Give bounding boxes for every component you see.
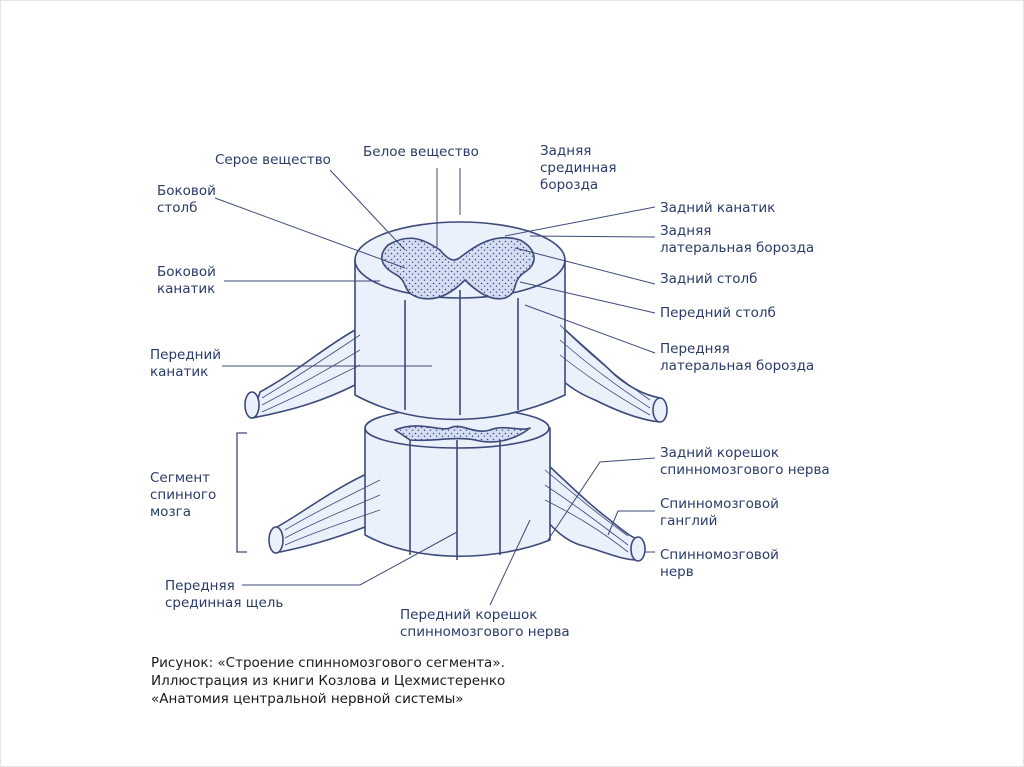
label-posterior-funiculus: Задний канатик [660, 200, 776, 216]
figure-caption: Рисунок: «Строение спинномозгового сегме… [151, 655, 506, 707]
label-anterior-column: Передний столб [660, 305, 776, 321]
label-posterior-column: Задний столб [660, 271, 758, 287]
lower-segment [364, 407, 551, 560]
label-posterior-lateral-sulcus: Задняя латеральная борозда [660, 223, 815, 256]
label-gray-matter: Серое вещество [215, 152, 331, 168]
upper-left-nerve [244, 329, 356, 419]
segment-bracket [236, 432, 247, 553]
leader-lines [214, 168, 656, 606]
label-lateral-funiculus: Боковой канатик [157, 264, 216, 297]
lower-left-nerve [268, 469, 379, 554]
label-white-matter: Белое вещество [363, 144, 479, 160]
root-fibers [261, 324, 651, 553]
label-posterior-median-sulcus: Задняя срединная борозда [540, 143, 617, 193]
label-dorsal-root: Задний корешок спинномозгового нерва [660, 445, 830, 478]
upper-segment [354, 221, 566, 421]
label-anterior-median-fissure: Передняя срединная щель [165, 578, 284, 611]
label-anterior-lateral-sulcus: Передняя латеральная борозда [660, 341, 815, 374]
label-lateral-column: Боковой столб [157, 183, 216, 216]
label-spinal-nerve: Спинномозговой нерв [660, 547, 779, 580]
label-ventral-root: Передний корешок спинномозгового нерва [400, 607, 570, 640]
label-segment: Сегмент спинного мозга [150, 470, 217, 520]
lower-right-nerve [547, 464, 646, 562]
label-spinal-ganglion: Спинномозговой ганглий [660, 496, 779, 529]
label-anterior-funiculus: Передний канатик [150, 347, 222, 380]
